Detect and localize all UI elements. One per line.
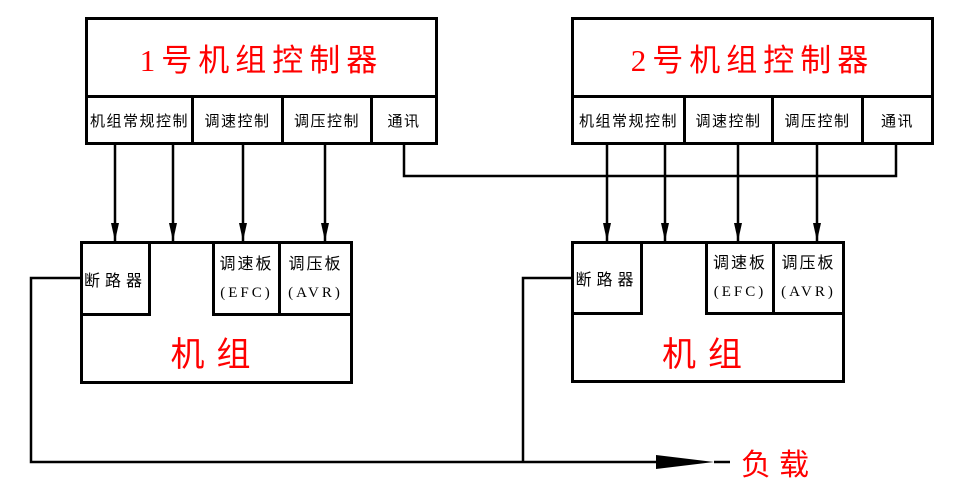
module-label: 调速控制 [695,113,762,130]
unit-1-label: 机组 [170,336,263,374]
comm-link-line [402,145,898,178]
unit1-breaker-box: 断路器 [80,241,151,316]
governor-board-label: 调速板 [219,255,274,273]
module-label: 调压控制 [293,113,360,130]
controller-1-title: 1号机组控制器 [88,20,435,95]
module-label: 通讯 [387,113,421,130]
controller-2-title: 2号机组控制器 [574,20,931,95]
ctrl1-module-unit-normal-control: 机组常规控制 [85,95,194,145]
breaker-label: 断路器 [575,272,639,289]
governor-board-label: 调速板 [712,255,767,273]
ctrl2-module-unit-normal-control: 机组常规控制 [571,95,686,145]
module-label: 机组常规控制 [89,113,189,130]
ctrl2-module-voltage-control: 调压控制 [771,95,864,145]
unit1-regulator-board-box: 调压板 (AVR) [278,241,353,316]
arrowhead-down-icon [661,223,669,241]
regulator-board-label: 调压板 [288,255,343,273]
ctrl1-module-communication: 通讯 [370,95,438,145]
unit1-load-bus-line [29,276,658,464]
module-label: 机组常规控制 [578,113,678,130]
controller-2-title-text: 2号机组控制器 [630,43,875,78]
regulator-board-label: 调压板 [781,255,836,273]
arrowhead-down-icon [734,223,742,241]
module-label: 调压控制 [784,113,851,130]
controller-1-title-text: 1号机组控制器 [139,43,384,78]
load-label: 负载 [741,449,817,482]
arrowhead-down-icon [603,223,611,241]
unit1-governor-board-box: 调速板 (EFC) [212,241,281,316]
arrowhead-down-icon [813,223,821,241]
unit2-load-bus-line [521,276,573,462]
ctrl2-module-communication: 通讯 [861,95,934,145]
unit2-governor-board-box: 调速板 (EFC) [705,241,775,315]
arrowhead-down-icon [239,223,247,241]
unit-1-label-area: 机组 [80,322,353,380]
unit2-breaker-box: 断路器 [571,241,643,315]
unit-2-label-area: 机组 [571,322,845,380]
ctrl2-module-speed-control: 调速控制 [683,95,774,145]
unit-2-label: 机组 [662,336,754,374]
load-arrowhead-icon [656,455,714,469]
arrowhead-down-icon [111,223,119,241]
ctrl1-module-speed-control: 调速控制 [191,95,284,145]
ctrl1-module-voltage-control: 调压控制 [281,95,373,145]
regulator-board-sublabel: (AVR) [288,284,343,301]
regulator-board-sublabel: (AVR) [781,284,836,301]
unit2-regulator-board-box: 调压板 (AVR) [772,241,845,315]
arrowhead-down-icon [169,223,177,241]
module-label: 调速控制 [204,113,271,130]
arrowhead-down-icon [321,223,329,241]
module-label: 通讯 [880,113,914,130]
breaker-label: 断路器 [83,272,147,290]
governor-board-sublabel: (EFC) [713,284,767,301]
governor-board-sublabel: (EFC) [220,284,273,301]
